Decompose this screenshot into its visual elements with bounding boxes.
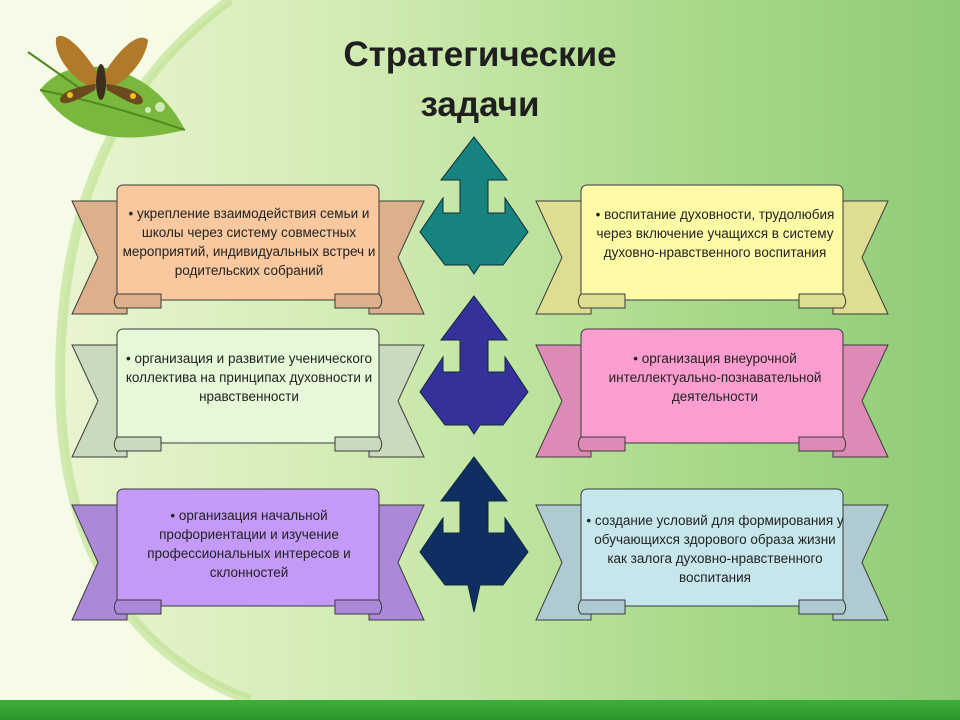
task-left-1: • укрепление взаимодействия семьи и школ…: [122, 206, 376, 278]
task-left-3: • организация начальной профориентации и…: [147, 508, 351, 580]
task-right-3: • создание условий для формирования у об…: [586, 513, 844, 585]
title-line-2: задачи: [420, 85, 540, 124]
task-left-2: • организация и развитие ученического ко…: [125, 350, 373, 404]
task-right-2: • организация внеурочной интеллектуально…: [608, 350, 822, 404]
page-title: Стратегические задачи: [260, 30, 700, 130]
task-right-1: • воспитание духовности, трудолюбия чере…: [595, 206, 835, 260]
title-line-1: Стратегические: [343, 35, 617, 74]
bottom-bar: [0, 700, 960, 720]
